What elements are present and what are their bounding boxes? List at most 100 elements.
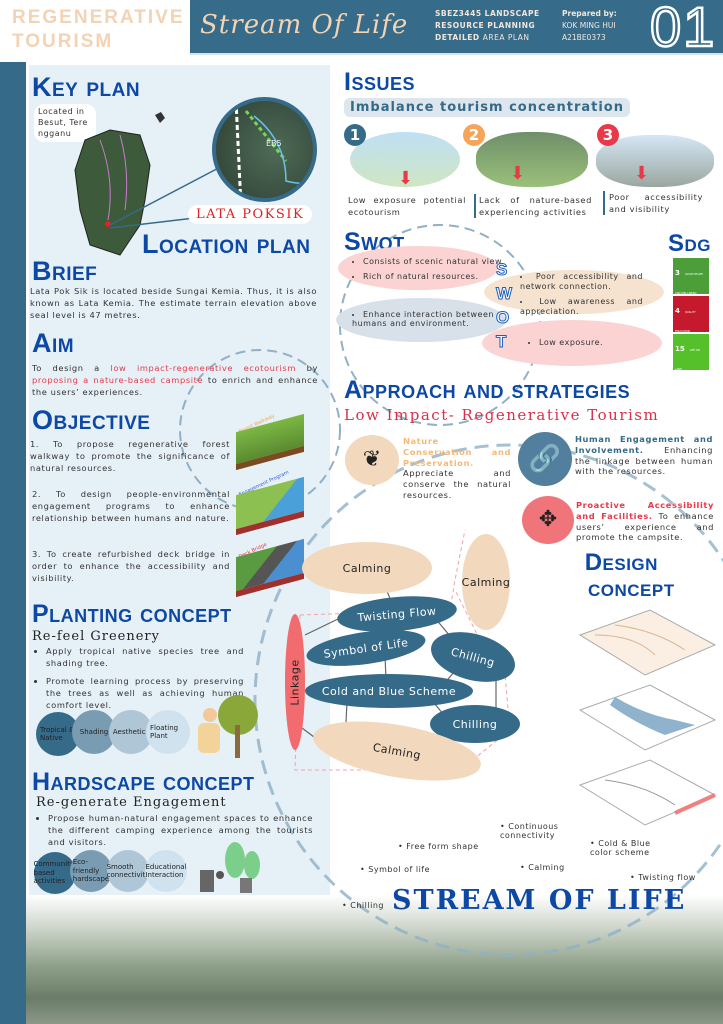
approach-item: Human Engagement and Involvement. Enhanc… [575,434,713,477]
planting-circle: Shading [72,710,116,754]
keyword-symbol-of-life: • Symbol of life [360,865,431,874]
sdg-number: 15 [675,345,685,353]
sprout-icon: ❦ [345,435,399,485]
bullet-item: Promote learning process by preserving t… [46,675,244,711]
sdg-goal-4: 4 QUALITY EDUCATION 📖 [673,296,709,349]
planting-circle: Floating Plant [146,710,190,754]
issues-title: Issues [344,68,415,96]
header-left-title: REGENERATIVE TOURISM [12,6,185,54]
swot-item: Enhance interaction between humans and e… [352,310,502,328]
aim-text-part: by [296,363,318,373]
swot-item: Consists of scenic natural view. [352,254,504,269]
header-title-line-2: TOURISM [12,30,114,52]
left-strip [0,62,26,1024]
issue-text: Lack of nature-based experiencing activi… [474,194,592,219]
swot-letter: W [495,284,513,304]
swot-opportunity-ellipse [336,298,506,342]
author-name: KOK MING HUI [562,21,616,30]
swot-item: Rich of natural resources. [352,269,504,284]
sdg-title: Sdg [668,230,712,257]
layered-concept-diagram [578,609,717,826]
down-arrow-icon: ⬇ [634,163,650,184]
approach-heading: Proactive Accessibility and Facilities. [576,500,714,521]
approach-subtitle: Low Impact- Regenerative Tourism [344,406,660,424]
objective-item: 3. To create refurbished deck bridge in … [32,549,230,584]
hardscape-bullets: Propose human-natural engagement spaces … [48,812,313,848]
keyword-cold-blue: • Cold & Blue color scheme [590,839,651,857]
plan-type: AREA PLAN [482,33,530,42]
sdg-label: GOOD HEALTH AND WELL-BEING [675,273,704,295]
keyword-label: Calming [528,863,565,872]
course-code: SBEZ3445 LANDSCAPE [435,9,540,18]
layer-flow [578,759,717,826]
sheet-number: 01 [649,0,717,59]
network-hands-icon: ✥ [522,496,574,544]
keyword-label: Twisting flow [638,873,696,882]
layer-form [578,609,717,676]
engagement-program-illustration: Engagement Program [236,470,304,536]
bubble-linkage: Linkage [285,614,305,750]
aim-text-part: to enrich and enhance the users’ experie… [32,375,318,398]
matric-number: A21BE0373 [562,33,606,42]
keyword-chilling: • Chilling [342,901,384,910]
approach-heading: Nature Conservation and Preservation. [403,436,511,468]
prepared-label: Prepared by: [562,9,617,18]
person-tree-illustration [198,695,258,758]
aim-text-part: To design a [32,363,111,373]
keyword-label: Cold & Blue color scheme [590,839,651,857]
planting-circle: Aesthetics [109,710,153,754]
issue-1-photo [350,132,460,187]
planting-subtitle: Re-feel Greenery [32,629,160,644]
dashed-circle [179,349,341,511]
key-plan-note: Located in Besut, Terengganu [34,104,96,142]
hardscape-circle: Community-based activities [34,852,76,894]
bubble-calming: Calming [462,534,510,630]
issue-2-photo [476,132,588,187]
approach-body: Enhancing the linkage between human with… [575,444,713,477]
stream-of-life-title: STREAM OF LIFE [392,885,687,916]
forest-stream-photo [26,895,723,1024]
linkage-label: Linkage [288,658,302,706]
site-marker-icon [105,221,111,227]
swot-strengths: Consists of scenic natural view. Rich of… [352,254,504,284]
hardscape-subtitle: Re-generate Engagement [36,795,227,810]
keyword-free-form-shape: • Free form shape [398,842,479,851]
issues-subtitle: Imbalance tourism concentration [344,98,630,117]
objective-item: 1. To propose regenerative forest walkwa… [30,439,230,474]
bullet-item: Apply tropical native species tree and s… [46,645,244,669]
sdg-label: LIFE ON LAND [675,349,700,371]
keyword-continuous-connectivity: • Continuous connectivity [500,822,559,840]
brief-text: Lata Pok Sik is located beside Sungai Ke… [30,286,317,321]
swot-letter: S [495,260,508,280]
objective-item: 2. To design people-environmental engage… [32,489,230,524]
down-arrow-icon: ⬇ [398,168,414,189]
bullet-item: Propose human-natural engagement spaces … [48,812,313,848]
keyword-label: Symbol of life [368,865,431,874]
key-plan-map [74,112,165,256]
aim-title: Aim [32,328,75,358]
header-bar: Stream Of Life SBEZ3445 LANDSCAPE RESOUR… [190,0,723,59]
issue-number-badge: 3 [597,124,619,146]
chain-link-icon: 🔗 [518,432,572,486]
key-plan-title: Key plan [32,72,141,102]
design-title-line: concept [588,575,675,603]
camping-people-illustration [200,842,260,893]
sdg-number: 3 [675,269,680,277]
location-plan-title: Location plan [142,229,311,259]
issue-number-badge: 1 [344,124,366,146]
keyword-calming: • Calming [520,863,565,872]
design-title-line: Design [584,549,658,576]
swot-weakness-ellipse [484,270,664,314]
keyword-label: Free form shape [406,842,479,851]
approach-body: Appreciate and conserve the natural reso… [403,468,511,500]
approach-heading: Human Engagement and Involvement. [575,434,713,455]
location-zoom-map: EB5 [212,97,317,202]
swot-item: Low awareness and appreciation. [520,297,643,316]
keyword-label: Chilling [350,901,384,910]
swot-item: Low exposure. [528,338,603,347]
planting-circle: Tropical & Native [36,712,80,756]
issue-number-badge: 2 [463,124,485,146]
issue-text: Poor accessibility and visibility [603,191,703,216]
planting-title: Planting concept [32,600,232,628]
down-arrow-icon: ⬇ [510,163,526,184]
